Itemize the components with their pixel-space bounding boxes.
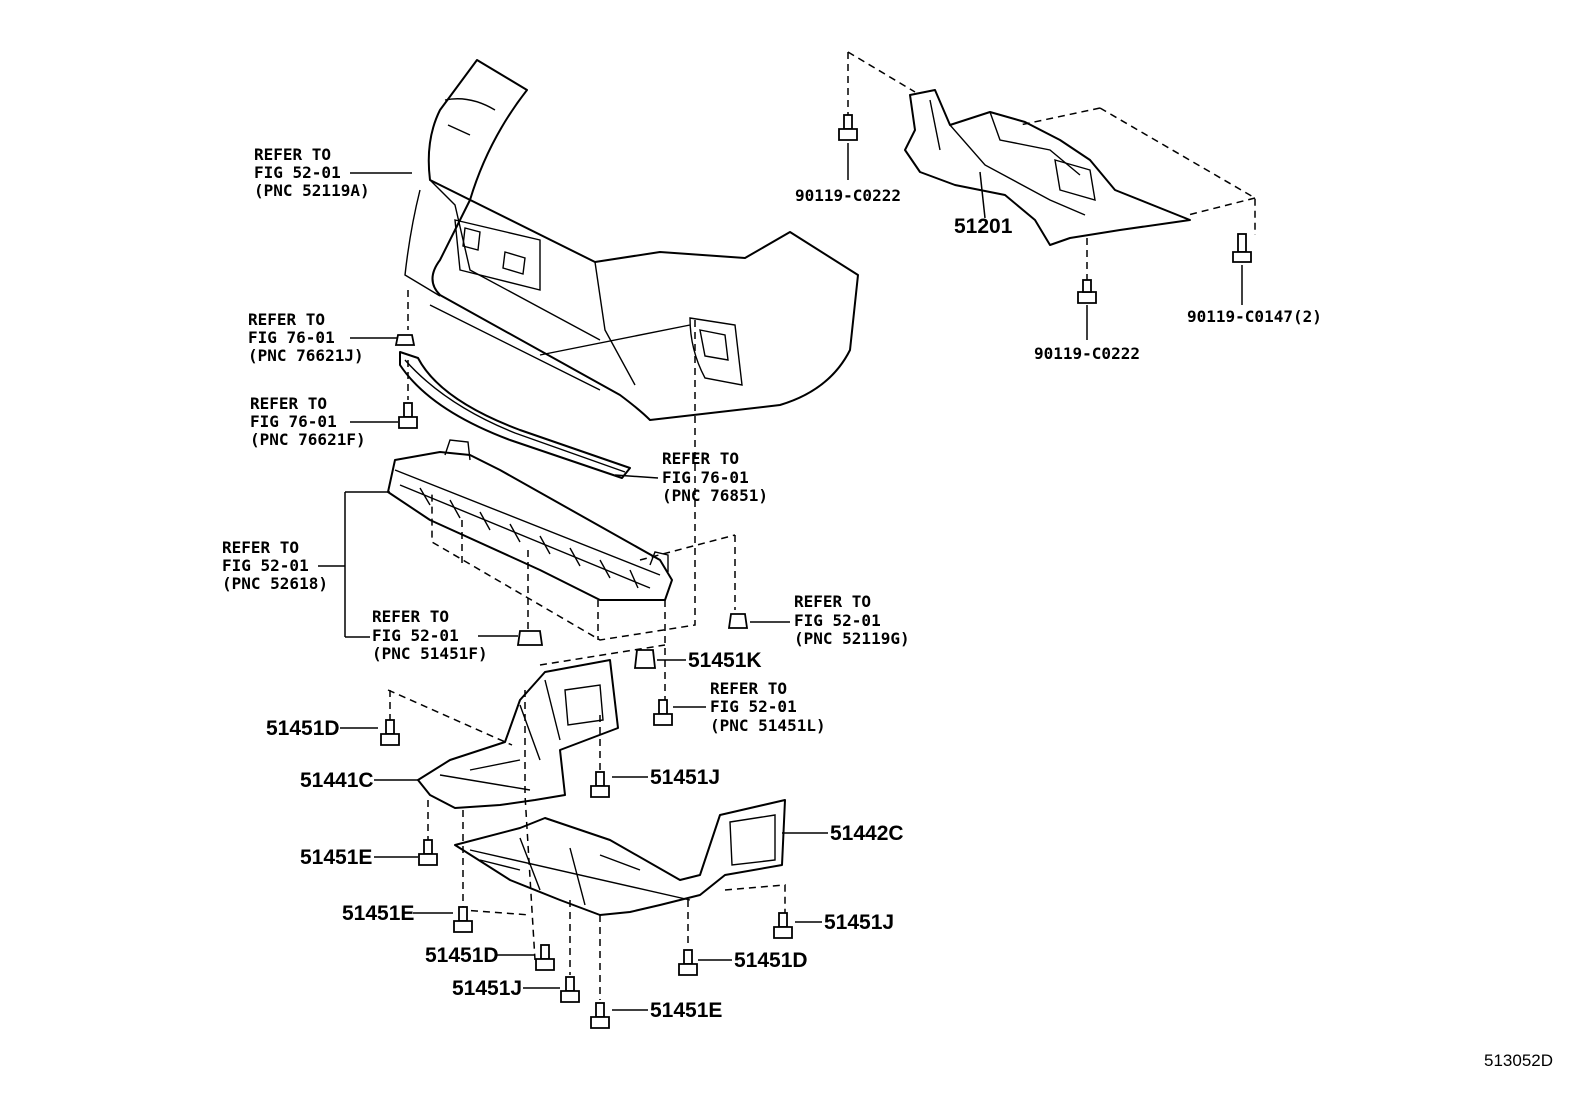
svg-text:REFER TO: REFER TO [248,310,325,329]
bolt-icon[interactable] [1232,233,1252,263]
bolt-icon[interactable] [453,906,473,933]
svg-text:(PNC 52119G): (PNC 52119G) [794,629,910,648]
refer-label-bumper-cover: REFER TO FIG 52-01 (PNC 52119A) [254,145,370,200]
engine-under-cover-51441c[interactable] [417,659,619,809]
svg-text:FIG 76-01: FIG 76-01 [250,412,337,431]
part-label-bolt-c0222-top: 90119-C0222 [795,186,901,205]
clip-icon[interactable] [633,649,657,669]
refer-label-absorber-52618: REFER TO FIG 52-01 (PNC 52618) [222,538,328,593]
part-label-bolt-51451d: 51451D [425,944,499,967]
refer-label-clip-52119g: REFER TO FIG 52-01 (PNC 52119G) [794,592,910,648]
bolt-icon[interactable] [535,944,555,971]
part-label-bolt-51451j: 51451J [452,977,522,1000]
clip-icon[interactable] [394,334,416,346]
part-label-bolt-51451e: 51451E [300,846,372,869]
bolt-icon[interactable] [653,699,673,726]
svg-text:(PNC 76621F): (PNC 76621F) [250,430,366,449]
front-spoiler-strip[interactable] [399,351,631,479]
fasteners [380,114,1252,1029]
svg-text:FIG 52-01: FIG 52-01 [254,163,341,182]
bolt-icon[interactable] [560,976,580,1003]
part-label-bolt-c0147: 90119-C0147(2) [1187,307,1322,326]
svg-text:FIG 52-01: FIG 52-01 [710,697,797,716]
bolt-icon[interactable] [380,719,400,746]
bolt-icon[interactable] [838,114,858,141]
svg-text:REFER TO: REFER TO [710,679,787,698]
refer-label-spoiler-76851: REFER TO FIG 76-01 (PNC 76851) [662,449,768,505]
svg-text:FIG 52-01: FIG 52-01 [794,611,881,630]
part-label-bolt-51451d: 51451D [734,949,808,972]
svg-text:(PNC 51451F): (PNC 51451F) [372,644,488,663]
svg-text:(PNC 51451L): (PNC 51451L) [710,716,826,735]
svg-text:REFER TO: REFER TO [250,394,327,413]
refer-label-nut-51451f: REFER TO FIG 52-01 (PNC 51451F) [372,607,488,663]
alignment-dashed-lines [387,51,1256,1000]
leader-lines [318,143,1243,1011]
nut-icon[interactable] [516,630,544,646]
bolt-icon[interactable] [1077,279,1097,304]
svg-text:REFER TO: REFER TO [372,607,449,626]
figure-number: 513052D [1484,1051,1553,1070]
refer-label-clip-76621j: REFER TO FIG 76-01 (PNC 76621J) [248,310,364,365]
refer-label-clip-76621f: REFER TO FIG 76-01 (PNC 76621F) [250,394,366,449]
part-label-bolt-c0222-bottom: 90119-C0222 [1034,344,1140,363]
front-crossmember[interactable] [904,89,1191,246]
bolt-icon[interactable] [418,839,438,866]
clip-icon[interactable] [727,613,749,629]
svg-text:REFER TO: REFER TO [794,592,871,611]
part-label-bolt-51451e: 51451E [650,999,722,1022]
engine-under-cover-51442c[interactable] [454,799,786,916]
bolt-icon[interactable] [773,912,793,939]
refer-label-bolt-51451l: REFER TO FIG 52-01 (PNC 51451L) [710,679,826,735]
svg-text:(PNC 52618): (PNC 52618) [222,574,328,593]
svg-text:FIG 76-01: FIG 76-01 [662,468,749,487]
part-label-clip-51451k: 51451K [688,649,762,672]
front-bumper-cover[interactable] [404,59,859,421]
svg-text:(PNC 52119A): (PNC 52119A) [254,181,370,200]
svg-text:(PNC 76621J): (PNC 76621J) [248,346,364,365]
part-label-cover-51441c: 51441C [300,769,374,792]
part-label-bolt-51451j: 51451J [650,766,720,789]
bolt-icon[interactable] [398,402,418,429]
svg-text:REFER TO: REFER TO [222,538,299,557]
bolt-icon[interactable] [590,1002,610,1029]
part-label-crossmember: 51201 [954,215,1013,238]
svg-text:FIG 76-01: FIG 76-01 [248,328,335,347]
part-label-cover-51442c: 51442C [830,822,904,845]
svg-text:REFER TO: REFER TO [662,449,739,468]
svg-text:REFER TO: REFER TO [254,145,331,164]
bolt-icon[interactable] [678,949,698,976]
svg-text:FIG 52-01: FIG 52-01 [222,556,309,575]
part-label-bolt-51451e: 51451E [342,902,414,925]
svg-text:FIG 52-01: FIG 52-01 [372,626,459,645]
front-bumper-absorber[interactable] [387,439,673,601]
bolt-icon[interactable] [590,771,610,798]
part-label-bolt-51451j: 51451J [824,911,894,934]
svg-text:(PNC 76851): (PNC 76851) [662,486,768,505]
part-label-bolt-51451d: 51451D [266,717,340,740]
